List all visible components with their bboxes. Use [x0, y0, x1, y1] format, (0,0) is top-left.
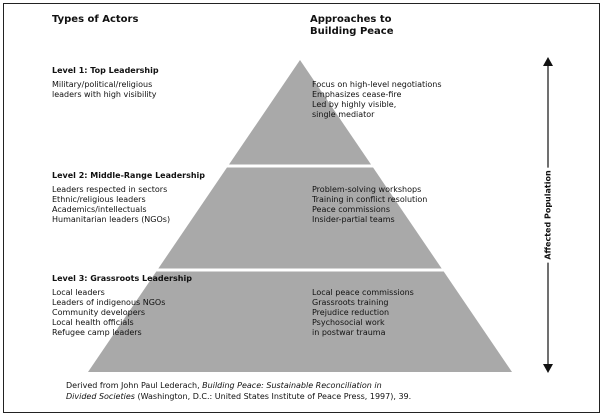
level-2-approach: Problem-solving workshops [312, 185, 422, 194]
level-2-approaches: Problem-solving workshops Training in co… [312, 185, 427, 225]
arrow-down-head-icon [543, 364, 553, 373]
source-caption: Derived from John Paul Lederach, Buildin… [66, 380, 566, 402]
level-3-approach: Prejudice reduction [312, 308, 390, 317]
level-1-approach: Led by highly visible, [312, 100, 397, 109]
level-2-approach: Peace commissions [312, 205, 391, 214]
caption-book-title-cont: Divided Societies [66, 392, 135, 401]
level-3-approaches: Local peace commissions Grassroots train… [312, 288, 414, 338]
level-3-actor: Leaders of indigenous NGOs [52, 298, 166, 307]
pyramid-shape [88, 60, 512, 372]
level-1-approach: single mediator [312, 110, 375, 119]
caption-prefix: Derived from John Paul Lederach, [66, 381, 203, 390]
level-3-actor: Refugee camp leaders [52, 328, 142, 337]
level-3-title: Level 3: Grassroots Leadership [52, 274, 192, 283]
level-2-title: Level 2: Middle-Range Leadership [52, 171, 206, 180]
level-1-actor: leaders with high visibility [52, 90, 157, 99]
level-2-approach: Insider-partial teams [312, 215, 395, 224]
level-1-actors: Military/political/religious leaders wit… [52, 80, 157, 100]
caption-book-title: Building Peace: Sustainable Reconciliati… [202, 381, 382, 390]
level-3-approach: Psychosocial work [312, 318, 385, 327]
approaches-column-header: Approaches to Building Peace [310, 14, 394, 37]
level-3-approach: Local peace commissions [312, 288, 414, 297]
level-3-actor: Community developers [52, 308, 146, 317]
arrow-up-head-icon [543, 57, 553, 66]
level-2-actors: Leaders respected in sectors Ethnic/reli… [52, 185, 170, 225]
level-1-actor: Military/political/religious [52, 80, 153, 89]
actors-column-header: Types of Actors [52, 14, 139, 25]
level-2-actor: Leaders respected in sectors [52, 185, 168, 194]
level-2-approach: Training in conflict resolution [312, 195, 428, 204]
level-2-actor: Academics/intellectuals [52, 205, 147, 214]
level-1-approach: Emphasizes cease-fire [312, 90, 402, 99]
level-2-actor: Ethnic/religious leaders [52, 195, 146, 204]
level-1-title: Level 1: Top Leadership [52, 66, 159, 75]
level-3-actor: Local health officials [52, 318, 134, 327]
level-3-actor: Local leaders [52, 288, 105, 297]
level-1-approach: Focus on high-level negotiations [312, 80, 442, 89]
affected-population-label: Affected Population [543, 167, 553, 263]
level-3-actors: Local leaders Leaders of indigenous NGOs… [52, 288, 165, 338]
level-3-approach: Grassroots training [312, 298, 389, 307]
level-2-actor: Humanitarian leaders (NGOs) [52, 215, 171, 224]
caption-publisher: (Washington, D.C.: United States Institu… [134, 392, 412, 401]
level-1-approaches: Focus on high-level negotiations Emphasi… [312, 80, 442, 120]
diagram-frame [3, 3, 600, 413]
level-3-approach: in postwar trauma [312, 328, 386, 337]
